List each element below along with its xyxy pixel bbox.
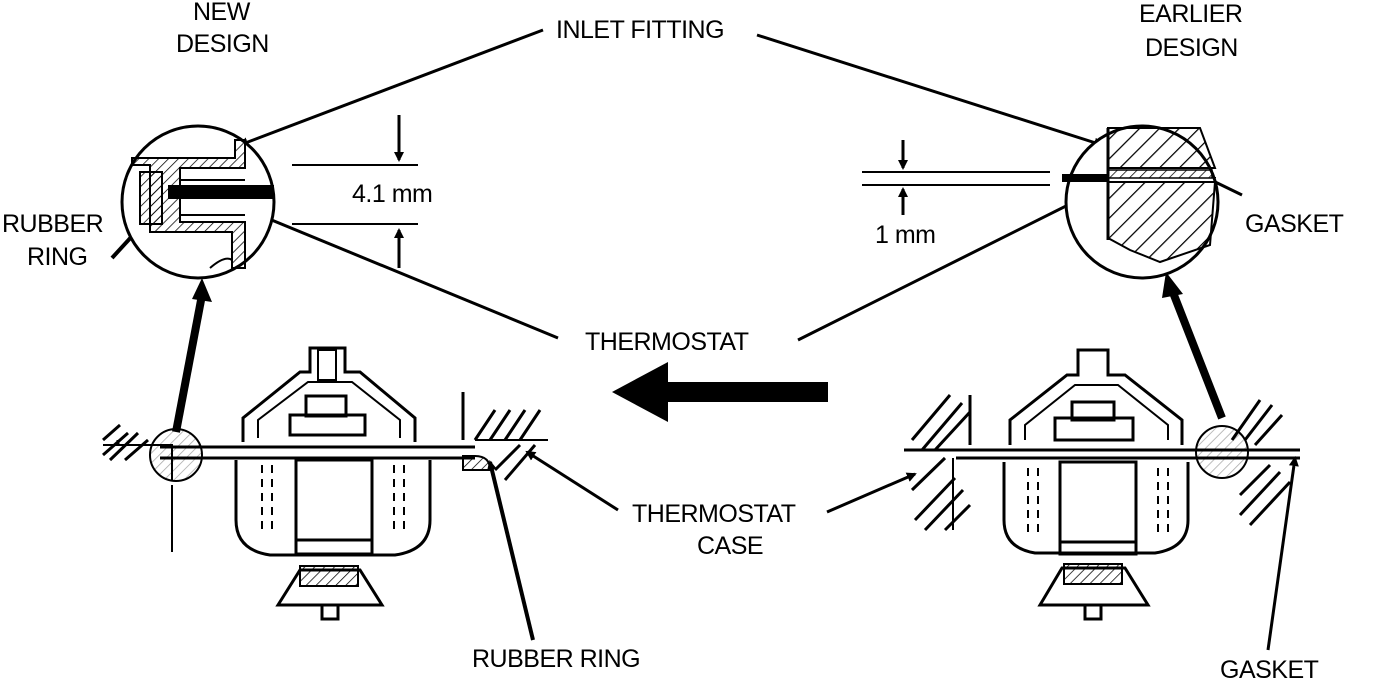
dimension-new [292, 115, 418, 268]
thermostat-label: THERMOSTAT [585, 328, 749, 356]
thermostat-case-label-line2: CASE [697, 532, 763, 560]
leader-lines [110, 28, 1299, 651]
earlier-design-label-line1: EARLIER [1139, 0, 1242, 28]
rubber-ring-bottom-label: RUBBER RING [472, 645, 640, 673]
new-design-thermostat [102, 346, 548, 621]
thermostat-case-label-line1: THERMOSTAT [632, 500, 796, 528]
new-design-label-line1: NEW [193, 0, 251, 26]
rubber-ring-left-label-line2: RING [27, 243, 88, 271]
inlet-fitting-label: INLET FITTING [556, 16, 724, 44]
dimension-new-label: 4.1 mm [352, 180, 432, 208]
new-design-label-line2: DESIGN [176, 30, 269, 58]
earlier-design-detail-circle [1062, 124, 1220, 280]
gasket-bottom-label: GASKET [1220, 656, 1319, 682]
right-magnify-arrow [1162, 272, 1226, 420]
earlier-design-thermostat [904, 348, 1300, 621]
dimension-earlier [862, 140, 1050, 215]
earlier-design-label-line2: DESIGN [1145, 34, 1238, 62]
dimension-earlier-label: 1 mm [875, 221, 936, 249]
gasket-right-label: GASKET [1245, 210, 1344, 238]
new-design-detail-circle [120, 124, 276, 280]
transition-arrow [612, 362, 828, 422]
left-magnify-arrow [172, 278, 212, 433]
rubber-ring-left-label-line1: RUBBER [2, 210, 103, 238]
